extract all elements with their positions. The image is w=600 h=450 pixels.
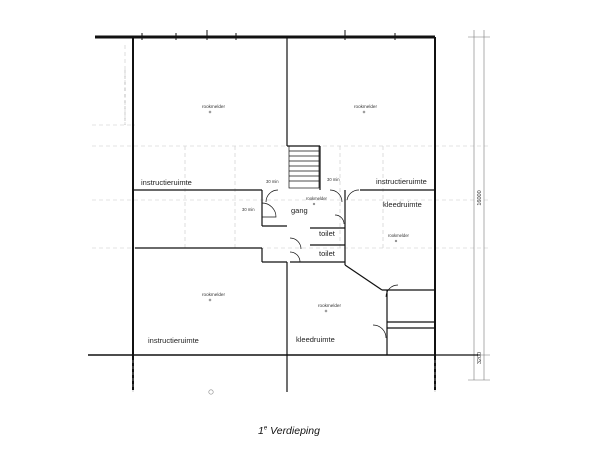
rookmelder-icon — [208, 298, 212, 302]
room-instructieruimte-top-left: instructieruimte — [141, 178, 192, 187]
dimension-lines — [468, 30, 490, 381]
facade-ticks — [141, 30, 396, 40]
exterior-walls — [88, 35, 478, 390]
caption-level-word: Verdieping — [270, 425, 320, 437]
fire-rating-label: 30 min — [327, 177, 340, 182]
room-toilet-2: toilet — [319, 249, 336, 258]
rookmelder-label: rookmelder — [202, 292, 225, 297]
rookmelder-icon — [394, 239, 398, 243]
room-instructieruimte-top-right: instructieruimte — [376, 177, 427, 186]
stair — [288, 145, 320, 189]
rookmelder-label: rookmelder — [318, 303, 341, 308]
fire-rating-label: 30 min — [242, 207, 255, 212]
room-instructieruimte-bottom: instructieruimte — [148, 336, 199, 345]
interior-walls — [133, 37, 435, 392]
rookmelder-icon — [312, 202, 316, 206]
room-gang: gang — [291, 206, 308, 215]
rookmelder-label: rookmelder — [306, 196, 328, 201]
surroundings — [124, 70, 436, 392]
rookmelder-icon — [208, 110, 212, 114]
room-toilet-1: toilet — [319, 229, 336, 238]
fire-rating-label: 30 min — [266, 179, 279, 184]
rookmelder-label: rookmelder — [202, 104, 225, 109]
dimension-3200: 3200 — [477, 352, 483, 364]
room-kleedruimte-bottom: kleedruimte — [296, 335, 335, 344]
rookmelder-label: rookmelder — [354, 104, 377, 109]
rookmelder-icon — [324, 309, 328, 313]
rookmelder-icon — [362, 110, 366, 114]
door-swings — [261, 189, 399, 339]
marker-circle — [208, 389, 214, 395]
caption-level-number: 1 — [258, 425, 264, 437]
rookmelder-label: rookmelder — [388, 233, 410, 238]
floor-caption: 1e Verdieping — [258, 425, 320, 437]
dimension-16000: 16000 — [477, 190, 483, 205]
caption-level-superscript: e — [263, 425, 268, 432]
room-kleedruimte-right: kleedruimte — [383, 200, 422, 209]
